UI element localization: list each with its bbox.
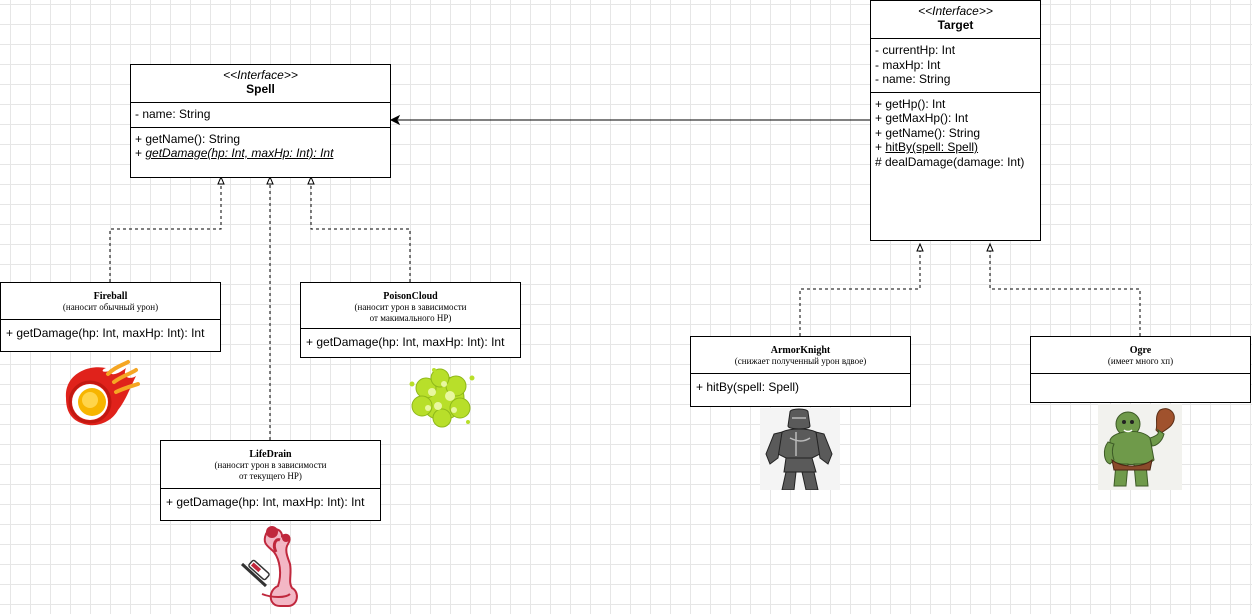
armorknight-realization-arrowhead [916,242,924,252]
spell-attribute-name: - name: String [135,107,211,121]
target-op-hitby-static: hitBy(spell: Spell) [885,140,979,154]
ogre-empty-section [1031,374,1250,400]
fireball-class-name: Fireball [93,291,128,302]
ogre-header: Ogre (имеет много хп) [1031,337,1250,374]
spell-op-getname: + getName(): String [135,131,241,146]
target-header: <<Interface>> Target [871,1,1040,39]
fireball-header: Fireball (наносит обычный урон) [1,283,220,320]
poisoncloud-description-2: от макимального HP) [369,313,452,323]
fireball-class-box[interactable]: Fireball (наносит обычный урон) + getDam… [0,282,221,352]
spell-interface-box[interactable]: <<Interface>> Spell - name: String + get… [130,64,391,178]
lifedrain-realization-arrowhead [266,175,274,185]
armorknight-op-hitby: + hitBy(spell: Spell) [696,380,800,394]
poisoncloud-realization-arrowhead [307,175,315,185]
target-attr-currenthp: - currentHp: Int [875,43,956,57]
life-drain-icon [240,526,298,607]
poisoncloud-realization-line [310,184,411,282]
lifedrain-description-1: (наносит урон в зависимости [214,460,327,470]
poison-cloud-icon [409,368,475,428]
lifedrain-class-box[interactable]: LifeDrain (наносит урон в зависимости от… [160,440,381,521]
target-class-name: Target [937,18,974,32]
ogre-class-name: Ogre [1129,345,1152,356]
target-interface-box[interactable]: <<Interface>> Target - currentHp: Int - … [870,0,1041,241]
ogre-description: (имеет много хп) [1107,356,1174,366]
target-operations: + getHp(): Int + getMaxHp(): Int + getNa… [871,93,1040,175]
ogre-realization-line [989,251,1141,336]
target-op-getname: + getName(): String [875,125,981,140]
poisoncloud-op-getdamage: + getDamage(hp: Int, maxHp: Int): Int [306,335,505,349]
armorknight-realization-line [799,251,921,336]
fireball-icon [65,360,140,426]
target-op-dealdamage: # dealDamage(damage: Int) [875,154,1025,169]
spell-class-name: Spell [246,82,275,96]
target-op-getmaxhp: + getMaxHp(): Int [875,111,969,125]
spell-header: <<Interface>> Spell [131,65,390,103]
target-attributes: - currentHp: Int - maxHp: Int - name: St… [871,39,1040,93]
poisoncloud-class-name: PoisonCloud [383,291,438,302]
target-op-hitby: + hitBy(spell: Spell) [875,140,979,154]
spell-attributes: - name: String [131,103,390,128]
poisoncloud-header: PoisonCloud (наносит урон в зависимости … [301,283,520,329]
ogre-class-box[interactable]: Ogre (имеет много хп) [1030,336,1251,403]
target-attr-name: - name: String [875,72,951,86]
fireball-realization-arrowhead [217,175,225,185]
target-op-gethp: + getHp(): Int [875,96,946,111]
fireball-realization-line [109,184,222,282]
target-stereotype: <<Interface>> [918,4,993,18]
lifedrain-header: LifeDrain (наносит урон в зависимости от… [161,441,380,489]
association-arrowhead [389,114,401,126]
poisoncloud-description-1: (наносит урон в зависимости [354,302,467,312]
spell-op-getdamage-abstract: getDamage(hp: Int, maxHp: Int): Int [145,146,334,160]
spell-op-getdamage: + getDamage(hp: Int, maxHp: Int): Int [135,146,334,160]
armorknight-class-box[interactable]: ArmorKnight (снижает полученный урон вдв… [690,336,911,407]
lifedrain-class-name: LifeDrain [249,449,292,460]
ogre-image [1098,404,1182,490]
lifedrain-op-getdamage: + getDamage(hp: Int, maxHp: Int): Int [166,495,365,509]
spell-stereotype: <<Interface>> [223,68,298,82]
armor-knight-image [760,408,840,490]
armorknight-class-name: ArmorKnight [770,345,831,356]
fireball-description: (наносит обычный урон) [62,302,159,312]
armorknight-description: (снижает полученный урон вдвое) [734,356,867,366]
spell-operations: + getName(): String + getDamage(hp: Int,… [131,128,390,166]
ogre-realization-arrowhead [986,242,994,252]
poisoncloud-class-box[interactable]: PoisonCloud (наносит урон в зависимости … [300,282,521,358]
lifedrain-description-2: от текущего HP) [239,471,302,481]
fireball-op-getdamage: + getDamage(hp: Int, maxHp: Int): Int [6,326,205,340]
armorknight-header: ArmorKnight (снижает полученный урон вдв… [691,337,910,374]
target-attr-maxhp: - maxHp: Int [875,57,941,72]
